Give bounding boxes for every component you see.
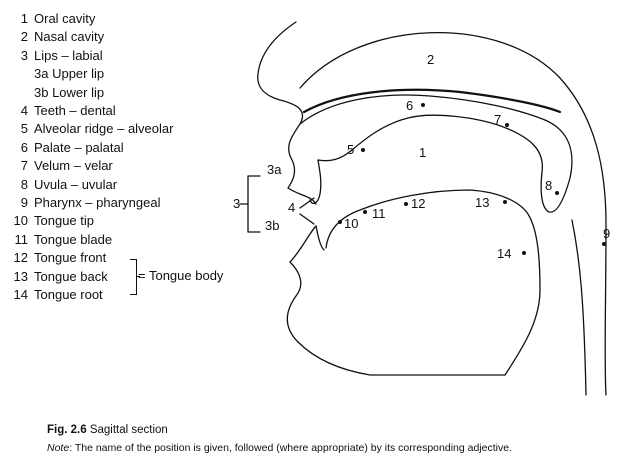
legend-item: 6 Palate – palatal	[8, 139, 173, 157]
label-11: 11	[372, 206, 386, 221]
legend-num: 12	[13, 250, 28, 266]
legend-num: 1	[20, 11, 28, 26]
legend-item: 2 Nasal cavity	[8, 28, 173, 46]
tongue-body-note: = Tongue body	[138, 268, 224, 283]
legend-num: 5	[20, 121, 28, 137]
pharynx-wall	[571, 219, 587, 396]
legend-item: 3 Lips – labial	[8, 47, 173, 65]
legend-text: Pharynx – pharyngeal	[34, 195, 161, 211]
legend-item: 10 Tongue tip	[8, 212, 173, 230]
figure-title: Sagittal section	[89, 424, 168, 436]
label-1: 1	[419, 145, 426, 160]
legend-text: Tongue blade	[34, 231, 113, 247]
tongue-body-bracket-tick	[136, 276, 140, 277]
label-3b: 3b	[265, 218, 279, 233]
legend-text: Uvula – uvular	[34, 176, 118, 192]
legend-text: Alveolar ridge – alveolar	[34, 121, 174, 137]
label-13: 13	[475, 195, 489, 210]
tongue	[325, 189, 541, 376]
legend-subitem: 3a Upper lip	[8, 65, 173, 83]
legend-item: 8 Uvula – uvular	[8, 176, 173, 194]
point-11-dot	[363, 210, 367, 214]
palate-velum-uvula	[299, 94, 573, 213]
legend-item: 12 Tongue front	[8, 249, 173, 267]
legend-num: 6	[20, 139, 28, 155]
legend-text: Oral cavity	[34, 11, 96, 26]
legend-text: Lips – labial	[34, 47, 103, 63]
sagittal-section-diagram: 2 6 7 5 1 3a 8 3 4 12 13 11 10 3b 9 14	[233, 21, 610, 396]
lower-teeth	[315, 225, 325, 251]
legend-text: 3b Lower lip	[34, 84, 105, 100]
head-outline	[257, 21, 304, 189]
label-14: 14	[497, 246, 511, 261]
label-12: 12	[411, 196, 425, 211]
label-4: 4	[288, 200, 295, 215]
legend-text: Nasal cavity	[34, 29, 105, 45]
point-7-dot	[505, 123, 509, 127]
teeth-arrow	[299, 197, 315, 209]
legend-num: 2	[20, 29, 28, 45]
figure-number: Fig. 2.6	[47, 424, 87, 436]
note-text: : The name of the position is given, fol…	[69, 442, 512, 454]
label-3a: 3a	[267, 162, 282, 177]
legend-item: 9 Pharynx – pharyngeal	[8, 194, 173, 212]
legend-item: 7 Velum – velar	[8, 157, 173, 175]
legend-item: 1 Oral cavity	[8, 10, 173, 28]
legend-text: Tongue back	[34, 268, 108, 284]
legend-item: 14 Tongue root	[8, 286, 173, 304]
legend-item: 5 Alveolar ridge – alveolar	[8, 120, 174, 138]
tongue-body-bracket	[130, 259, 137, 295]
legend-num: 7	[20, 158, 28, 174]
chin-outline	[286, 261, 506, 376]
figure-note: Note: The name of the position is given,…	[47, 442, 512, 454]
legend-subitem: 3b Lower lip	[8, 84, 173, 102]
label-10: 10	[344, 216, 358, 231]
label-5: 5	[347, 142, 354, 157]
legend-item: 11 Tongue blade	[8, 231, 173, 249]
legend-num: 13	[13, 268, 28, 284]
point-10-dot	[338, 220, 342, 224]
label-2: 2	[427, 52, 434, 67]
legend-item: 4 Teeth – dental	[8, 102, 173, 120]
nasal-floor	[302, 88, 562, 114]
legend-num: 14	[13, 287, 28, 303]
lower-lip	[289, 225, 317, 263]
label-7: 7	[494, 112, 501, 127]
upper-teeth	[309, 159, 322, 205]
label-6: 6	[406, 98, 413, 113]
teeth-arrow	[299, 213, 315, 225]
point-6-dot	[421, 103, 425, 107]
legend-text: 3a Upper lip	[34, 66, 105, 82]
lips-bracket	[247, 175, 261, 233]
point-14-dot	[522, 251, 526, 255]
legend-num: 9	[20, 195, 28, 211]
upper-lip	[287, 187, 317, 205]
point-9-dot	[602, 242, 606, 246]
point-12-dot	[404, 202, 408, 206]
label-9: 9	[603, 226, 610, 241]
label-8: 8	[545, 178, 552, 193]
point-13-dot	[503, 200, 507, 204]
point-5-dot	[361, 148, 365, 152]
legend-text: Palate – palatal	[34, 139, 124, 155]
legend-num: 11	[14, 231, 29, 247]
skull-outline	[299, 32, 607, 396]
legend-text: Velum – velar	[34, 158, 113, 174]
label-3: 3	[233, 196, 240, 211]
legend-num: 10	[13, 213, 28, 229]
note-prefix: Note	[47, 442, 70, 454]
legend-num: 4	[20, 103, 28, 119]
legend-text: Tongue tip	[34, 213, 94, 229]
legend-text: Tongue front	[34, 250, 107, 266]
figure-caption: Fig. 2.6 Sagittal section	[47, 424, 168, 436]
legend-num: 3	[20, 47, 28, 63]
legend-text: Teeth – dental	[34, 103, 116, 119]
legend-num: 8	[20, 176, 28, 192]
legend-text: Tongue root	[34, 287, 103, 303]
legend: 1 Oral cavity 2 Nasal cavity 3 Lips – labia…	[8, 10, 174, 305]
point-8-dot	[555, 191, 559, 195]
legend-item: 13 Tongue back	[8, 268, 173, 286]
